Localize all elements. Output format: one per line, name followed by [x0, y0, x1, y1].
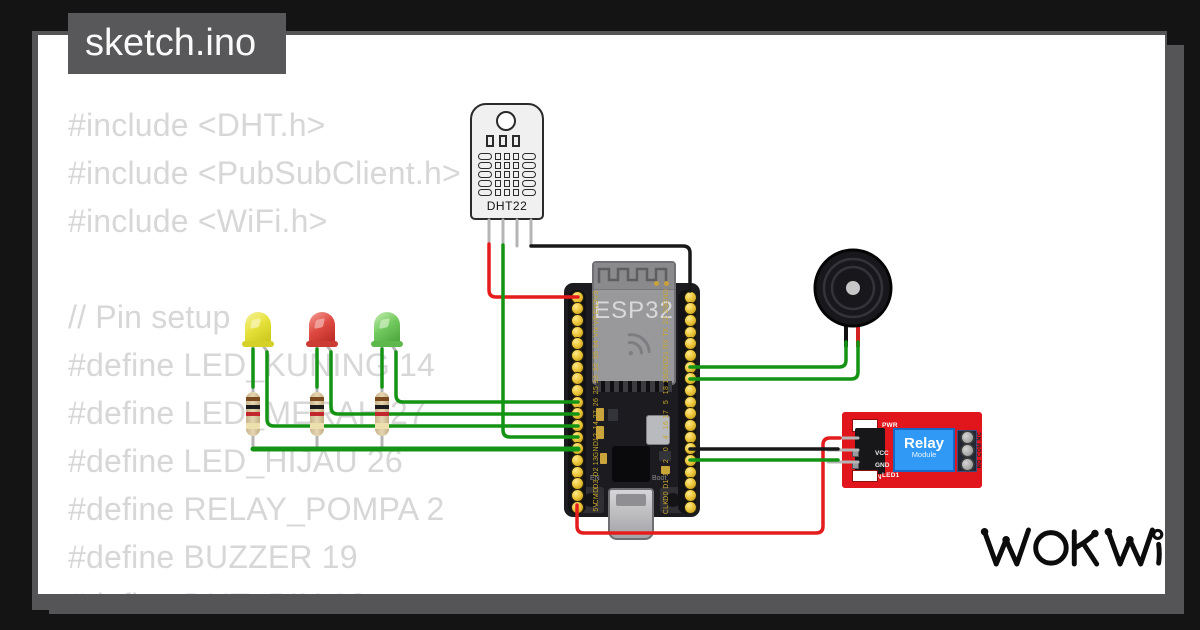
relay-pin-header: VCC GND IN — [852, 428, 889, 481]
vent-row — [478, 162, 536, 169]
wifi-logo-icon — [627, 333, 651, 356]
relay-pin — [852, 450, 859, 457]
module-pad — [654, 281, 659, 286]
relay-box: Relay Module — [893, 428, 955, 472]
led1-label: LED1 — [882, 472, 900, 479]
resistor[interactable] — [246, 392, 260, 436]
module-pins — [596, 381, 672, 392]
vent-slots-top — [486, 135, 520, 147]
smd-part — [596, 426, 604, 439]
relay-subtitle: Module — [911, 450, 937, 459]
antenna-zigzag-icon — [597, 267, 668, 283]
esp32-pin-vp[interactable] — [571, 314, 583, 326]
esp32-pin-15[interactable] — [684, 466, 696, 478]
esp32-pin-5v[interactable] — [571, 501, 583, 513]
code-line: #define DHT_PIN 12 — [68, 587, 367, 594]
code-line: #define BUZZER 19 — [68, 539, 358, 575]
esp32-pin-4[interactable] — [684, 431, 696, 443]
esp32-pin-d0[interactable] — [684, 490, 696, 502]
esp32-pin-gnd[interactable] — [684, 361, 696, 373]
smd-part — [596, 408, 604, 421]
code-line: #include <DHT.h> — [68, 107, 326, 143]
esp32-pin-18[interactable] — [684, 384, 696, 396]
vent-row — [478, 180, 536, 187]
esp32-pin-22[interactable] — [684, 314, 696, 326]
esp32-pin-clk[interactable] — [684, 501, 696, 513]
esp32-pin-34[interactable] — [571, 338, 583, 350]
esp32-pin-26[interactable] — [571, 396, 583, 408]
esp32-pin-3v3[interactable] — [571, 291, 583, 303]
esp32-pin-35[interactable] — [571, 349, 583, 361]
vent-row — [478, 189, 536, 196]
esp32-pin-tx[interactable] — [684, 326, 696, 338]
sketch-filename-tab: sketch.ino — [68, 13, 286, 74]
wokwi-logo: WOKWI — [980, 527, 1164, 567]
esp32-pin-d2[interactable] — [571, 466, 583, 478]
relay-title: Relay — [903, 435, 945, 452]
esp32-pin-rx[interactable] — [684, 338, 696, 350]
code-line: #define LED_HIJAU 26 — [68, 443, 403, 479]
terminal-labels: NO COM NC — [977, 431, 983, 469]
esp32-pin-en[interactable] — [571, 303, 583, 315]
code-line: #define LED_KUNING 14 — [68, 347, 436, 383]
esp32-pin-25[interactable] — [571, 384, 583, 396]
in-label: IN — [875, 474, 882, 481]
relay-module[interactable]: PWR VCC GND IN LED1 Relay Module NO COM … — [842, 412, 983, 488]
vent-grid — [478, 153, 536, 198]
esp32-pin-2[interactable] — [684, 455, 696, 467]
esp32-pin-19[interactable] — [684, 373, 696, 385]
esp32-pin-vn[interactable] — [571, 326, 583, 338]
esp32-pin-23[interactable] — [684, 303, 696, 315]
pin-label: 5V — [593, 502, 600, 512]
esp32-pin-17[interactable] — [684, 408, 696, 420]
code-line: // Pin setup — [68, 299, 231, 335]
vent-row — [478, 153, 536, 160]
esp32-pin-12[interactable] — [571, 431, 583, 443]
smd-part — [600, 453, 607, 464]
yellow-led[interactable] — [242, 312, 274, 347]
resistor[interactable] — [375, 392, 389, 436]
vent-row — [478, 171, 536, 178]
esp32-pin-d1[interactable] — [684, 478, 696, 490]
esp32-pin-27[interactable] — [571, 408, 583, 420]
dht22-label: DHT22 — [486, 199, 528, 213]
esp32-pin-16[interactable] — [684, 419, 696, 431]
esp32-pin-21[interactable] — [684, 349, 696, 361]
relay-indicator-led — [852, 470, 878, 482]
pwr-label: PWR — [882, 422, 898, 429]
smd-part — [608, 409, 618, 421]
code-line: #define RELAY_POMPA 2 — [68, 491, 445, 527]
esp32-pin-13[interactable] — [571, 455, 583, 467]
esp32-pin-d3[interactable] — [571, 478, 583, 490]
resistor[interactable] — [310, 392, 324, 436]
esp32-pin-gnd[interactable] — [571, 443, 583, 455]
esp32-label: ESP32 — [594, 297, 674, 324]
antenna-zone — [594, 263, 674, 290]
usb-uart-chip — [612, 446, 650, 482]
relay-pin — [852, 462, 859, 469]
esp32-pin-32[interactable] — [571, 361, 583, 373]
esp32-pin-0[interactable] — [684, 443, 696, 455]
gnd-label: GND — [875, 462, 890, 469]
code-line: #include <WiFi.h> — [68, 203, 328, 239]
code-line: #include <PubSubClient.h> — [68, 155, 461, 191]
esp32-pin-cmd[interactable] — [571, 490, 583, 502]
vcc-label: VCC — [875, 450, 889, 457]
mounting-hole — [496, 111, 516, 131]
terminal-block — [957, 430, 977, 472]
dht22-sensor[interactable]: DHT22 — [470, 103, 544, 220]
red-led[interactable] — [306, 312, 338, 347]
esp32-right-header — [678, 290, 696, 514]
esp32-pin-33[interactable] — [571, 373, 583, 385]
esp32-pin-gnd[interactable] — [684, 291, 696, 303]
esp32-pin-14[interactable] — [571, 419, 583, 431]
esp32-pin-5[interactable] — [684, 396, 696, 408]
green-led[interactable] — [371, 312, 403, 347]
esp32-left-header — [568, 290, 586, 514]
usb-connector — [608, 488, 654, 540]
pin-label: CLK — [663, 499, 670, 515]
